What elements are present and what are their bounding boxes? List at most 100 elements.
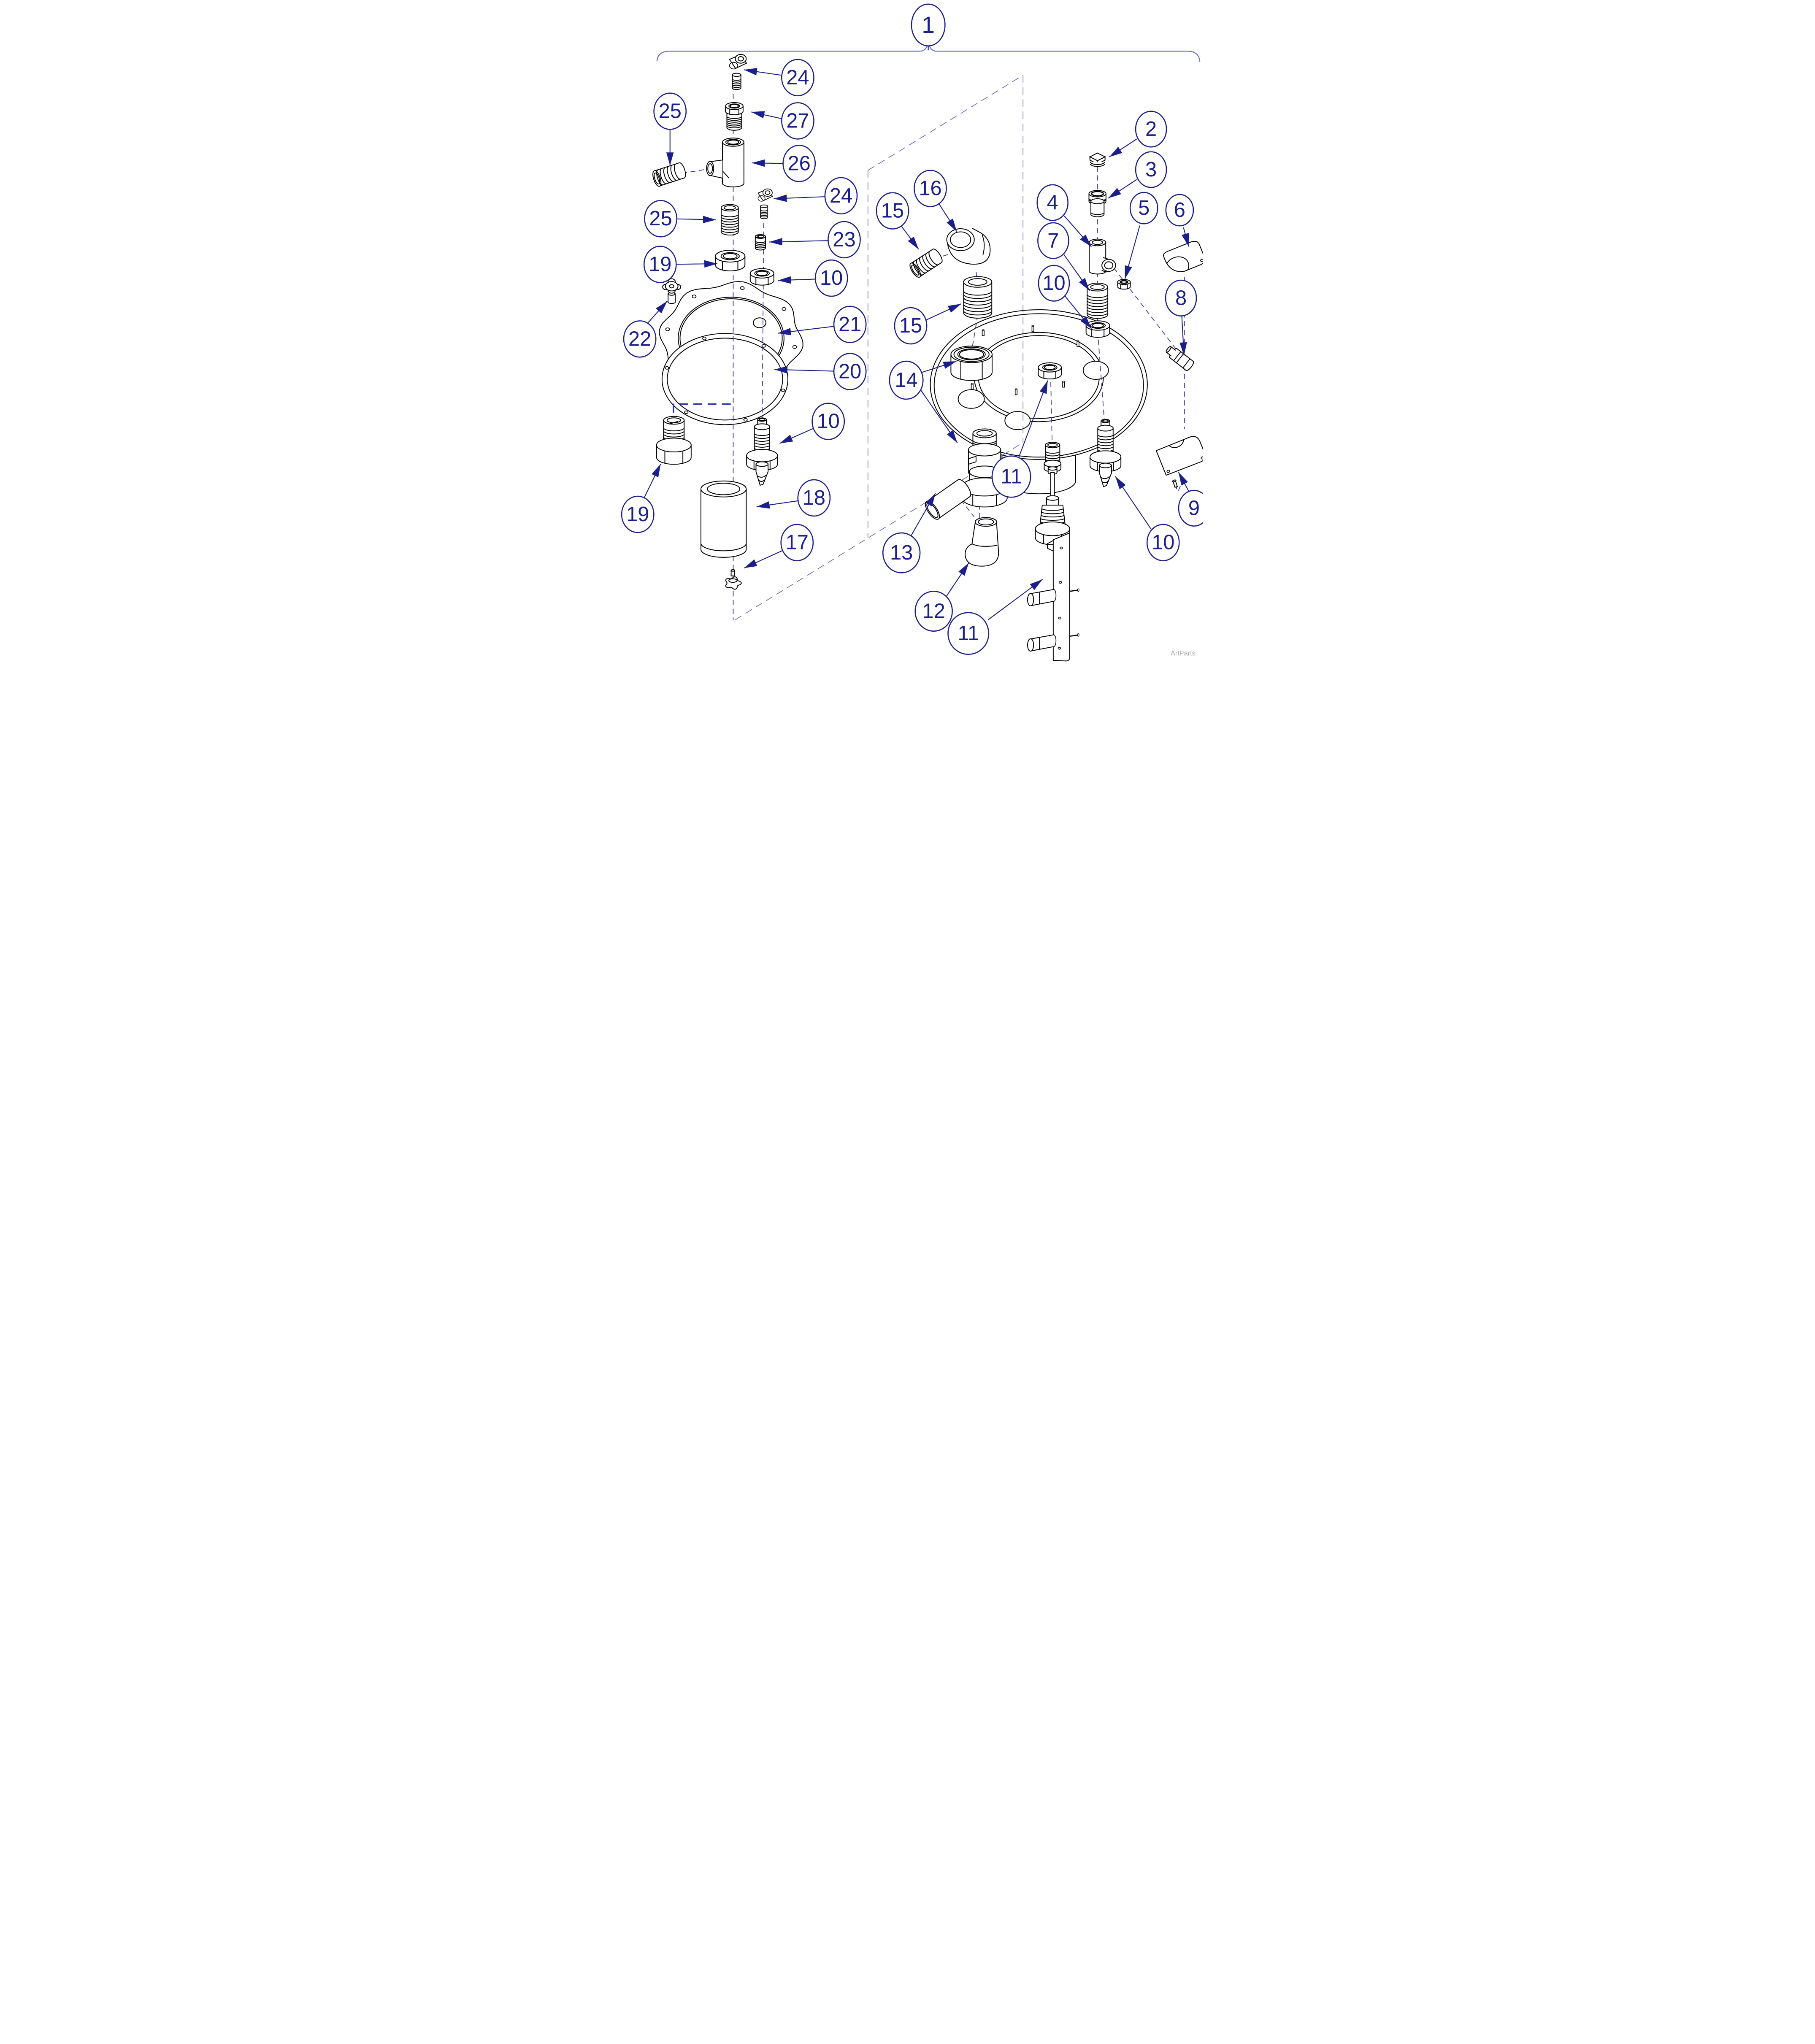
callout-number: 17 <box>785 531 808 554</box>
part-cover-shell-lower-6 <box>1155 436 1203 476</box>
part-screw-9 <box>1172 479 1178 489</box>
part-filter-cup-18 <box>700 480 747 558</box>
callout-2: 2 <box>1109 111 1167 157</box>
callout-26: 26 <box>751 145 816 182</box>
part-pipe-tee-26 <box>706 138 744 187</box>
layer-plates <box>658 281 1148 495</box>
callout-12: 12 <box>914 562 969 632</box>
callout-17: 17 <box>743 524 814 569</box>
callout-3: 3 <box>1107 151 1167 199</box>
callout-number: 25 <box>658 100 681 123</box>
part-threaded-nipple-25a <box>652 162 686 187</box>
callout-23: 23 <box>769 221 861 259</box>
callout-11a: 11 <box>991 380 1048 498</box>
callout-number: 24 <box>786 66 809 89</box>
callout-number: 23 <box>833 228 855 251</box>
callout-10c: 10 <box>1038 265 1092 329</box>
part-drain-valve-10d <box>1089 419 1121 487</box>
part-street-elbow-16 <box>946 228 990 265</box>
callout-9: 9 <box>1178 472 1203 527</box>
callout-number: 8 <box>1175 287 1187 309</box>
callout-6: 6 <box>1165 194 1194 247</box>
watermark-text: ArtParts <box>1171 649 1196 657</box>
part-hex-nut-5 <box>1117 279 1131 290</box>
callout-number: 10 <box>1042 272 1065 295</box>
callout-number: 22 <box>628 327 651 350</box>
part-street-elbow-12 <box>964 517 999 567</box>
callout-number: 18 <box>802 487 825 509</box>
callout-number: 15 <box>881 200 903 222</box>
part-hose-sleeve-13 <box>925 479 971 520</box>
callout-number: 24 <box>829 184 852 207</box>
callout-number: 10 <box>820 267 843 289</box>
part-branch-tee-4 <box>1088 238 1116 275</box>
callout-number: 6 <box>1174 199 1185 222</box>
part-threaded-nipple-15a <box>909 249 943 278</box>
exploded-parts-diagram: 1 24272526242523191022212010191817151615… <box>612 0 1203 665</box>
callout-1: 1 <box>911 3 946 51</box>
part-threaded-nipple-7 <box>1086 283 1108 319</box>
callout-22: 22 <box>623 300 668 358</box>
part-hex-bushing-19b <box>656 416 692 465</box>
callout-25b: 25 <box>644 200 716 238</box>
callout-20: 20 <box>774 353 867 390</box>
part-cover-shell-upper-6 <box>1163 241 1203 272</box>
part-hex-inlet-fitting-14a <box>950 346 993 381</box>
dashed-center-line <box>1050 382 1052 443</box>
part-square-head-plug-2 <box>1089 152 1106 167</box>
part-pressure-fitting-8 <box>1166 346 1194 371</box>
callout-number: 10 <box>1152 531 1174 554</box>
part-hex-thread-bushing-27 <box>725 102 744 131</box>
callout-number: 25 <box>649 207 672 230</box>
part-center-hex-nut-11 <box>1037 362 1062 380</box>
callout-number: 26 <box>787 152 810 175</box>
callout-number: 1 <box>922 12 935 38</box>
callout-19a: 19 <box>643 246 717 283</box>
dashed-plane-line <box>867 75 1023 171</box>
part-wing-knob-22 <box>662 278 681 304</box>
callout-4: 4 <box>1036 184 1092 247</box>
callout-10a: 10 <box>777 259 848 297</box>
part-threaded-nipple-15b <box>963 276 992 319</box>
callout-24b: 24 <box>773 177 857 215</box>
callout-11b: 11 <box>947 579 1043 655</box>
callout-number: 11 <box>1001 465 1022 488</box>
callout-number: 19 <box>649 253 671 276</box>
callout-number: 12 <box>922 600 945 622</box>
part-push-in-elbow-24a <box>728 54 747 90</box>
dashed-center-line <box>681 166 722 174</box>
callout-7: 7 <box>1037 222 1090 291</box>
part-hex-locknut-10c <box>1085 320 1110 338</box>
callout-number: 13 <box>890 541 913 564</box>
part-star-nut-17 <box>725 569 742 590</box>
callout-number: 14 <box>895 369 917 392</box>
callout-number: 20 <box>838 360 861 383</box>
callout-13: 13 <box>882 493 936 573</box>
callout-number: 16 <box>919 177 941 200</box>
callout-10b: 10 <box>779 403 845 444</box>
callout-number: 9 <box>1188 497 1199 519</box>
part-thread-insert-23 <box>755 234 766 251</box>
callout-15a: 15 <box>876 192 919 250</box>
callout-24a: 24 <box>744 59 814 97</box>
callout-10d: 10 <box>1114 476 1180 562</box>
dashed-thick-line <box>672 403 731 420</box>
callout-16: 16 <box>913 170 957 232</box>
callout-number: 7 <box>1047 229 1059 252</box>
callout-19b: 19 <box>621 464 661 533</box>
callout-27: 27 <box>751 102 814 140</box>
layer-parts <box>652 54 1203 662</box>
callout-number: 21 <box>838 313 861 336</box>
callout-number: 19 <box>626 503 649 526</box>
group-bracket: 1 <box>656 3 1200 62</box>
part-threaded-nipple-25b <box>720 204 739 235</box>
callout-21: 21 <box>777 306 867 343</box>
callout-8: 8 <box>1165 279 1197 356</box>
callout-number: 2 <box>1145 118 1157 141</box>
callout-number: 27 <box>786 109 809 132</box>
part-gasket-ring-20 <box>661 333 788 425</box>
callout-number: 10 <box>817 410 839 433</box>
part-level-sensor-11 <box>1035 442 1070 545</box>
part-hex-locknut-10a <box>749 268 774 286</box>
